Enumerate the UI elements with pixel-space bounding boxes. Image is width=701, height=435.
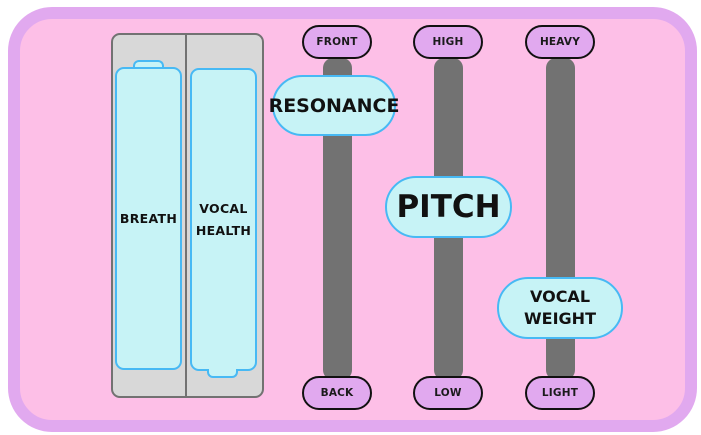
resonance-knob[interactable]: RESONANCE	[269, 75, 399, 136]
vocal-health-battery: VOCAL HEALTH	[190, 68, 257, 371]
battery-nub-icon	[207, 369, 238, 378]
panel-divider	[185, 33, 187, 398]
breath-battery: BREATH	[115, 67, 182, 370]
pitch-top-label: HIGH	[413, 25, 483, 59]
pitch-bottom-label: LOW	[413, 376, 483, 410]
resonance-top-label: FRONT	[302, 25, 372, 59]
vocal-weight-bottom-label: LIGHT	[525, 376, 595, 410]
vocal-weight-top-label: HEAVY	[525, 25, 595, 59]
vocal-weight-knob[interactable]: VOCAL WEIGHT	[497, 277, 623, 339]
resonance-bottom-label: BACK	[302, 376, 372, 410]
breath-label: BREATH	[119, 210, 178, 226]
vocal-health-label: VOCAL HEALTH	[195, 200, 252, 238]
battery-nub-icon	[133, 60, 164, 69]
pitch-knob[interactable]: PITCH	[385, 176, 512, 238]
